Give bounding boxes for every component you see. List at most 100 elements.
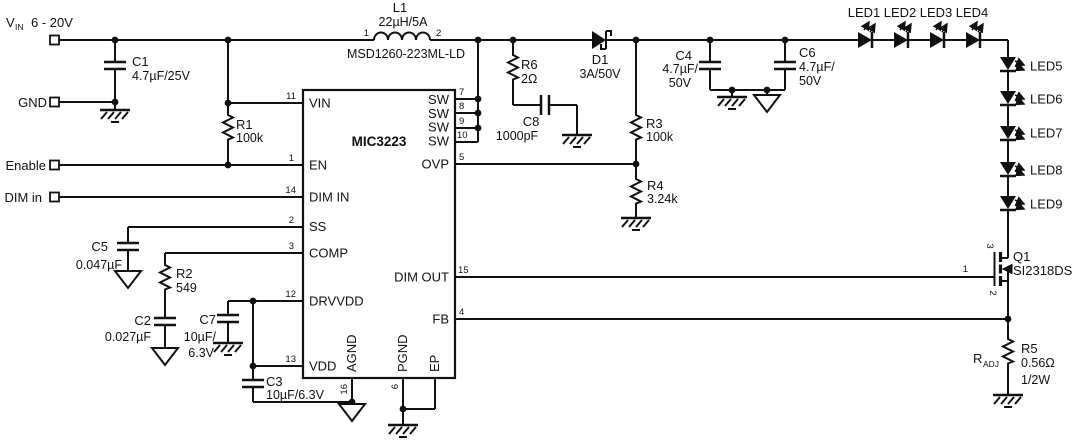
q1-pin-gate: 1 (963, 264, 968, 275)
l1-ref: L1 (393, 0, 407, 15)
l1-pin-2: 2 (436, 28, 441, 39)
ic-pin-pgnd-label: PGND (395, 334, 410, 372)
c1-ref: C1 (132, 54, 149, 69)
pin-num-3: 3 (289, 241, 294, 252)
ic-pin-ss-label: SS (309, 219, 327, 234)
r4-value: 3.24k (647, 192, 678, 206)
q1-mosfet-symbol (993, 252, 1013, 319)
gnd-label: GND (18, 95, 47, 110)
r5-ground-icon (991, 393, 1025, 409)
c8-value: 1000pF (496, 129, 539, 143)
c6-ground-icon (753, 94, 781, 113)
c7-value-line1: 10µF/ (184, 330, 217, 344)
dim-in-label: DIM in (4, 190, 42, 205)
led1-label: LED1 (848, 5, 881, 20)
led8-label: LED8 (1030, 163, 1063, 178)
r3-resistor-symbol (630, 111, 642, 143)
c2-capacitor-symbol (152, 316, 178, 327)
enable-terminal (49, 159, 60, 171)
c3-value: 10µF/6.3V (266, 388, 325, 402)
c2-ground-icon (151, 347, 179, 366)
c4-value-line1: 4.7µF/ (662, 62, 698, 76)
d1-ref: D1 (592, 52, 609, 67)
pin-num-2: 2 (289, 215, 294, 226)
r3-value: 100k (646, 130, 674, 144)
ic-pin-sw4-label: SW (428, 134, 450, 149)
r3-ref: R3 (646, 116, 663, 131)
pin-num-6: 6 (390, 384, 401, 389)
c4-capacitor-symbol (697, 60, 723, 71)
c4-value-line2: 50V (669, 76, 692, 90)
c6-value-line2: 50V (799, 74, 822, 88)
r4-resistor-symbol (630, 175, 642, 207)
c4-ground-icon (715, 95, 749, 111)
q1-part-number: SI2318DS (1013, 263, 1073, 278)
pin-num-14: 14 (285, 185, 296, 196)
vin-range-label: 6 - 20V (31, 15, 73, 30)
pin-num-8: 8 (459, 101, 464, 112)
led2-label: LED2 (884, 5, 917, 20)
d1-value: 3A/50V (579, 67, 621, 81)
c2-value: 0.027µF (105, 330, 151, 344)
gnd-terminal (49, 96, 60, 108)
c8-ref: C8 (523, 114, 540, 129)
ic-pin-dimout-label: DIM OUT (394, 270, 449, 285)
led3-symbol (930, 22, 947, 48)
c8-ground-icon (560, 133, 594, 149)
pin-num-16: 16 (339, 384, 350, 395)
r5-value: 0.56Ω (1021, 356, 1055, 370)
led4-symbol (966, 22, 983, 48)
c1-value: 4.7µF/25V (132, 69, 191, 83)
l1-value: 22µH/5A (379, 15, 429, 29)
led6-symbol (1000, 91, 1024, 105)
pin-num-1: 1 (289, 153, 294, 164)
c6-ref: C6 (799, 45, 816, 60)
ic-pin-agnd-label: AGND (344, 334, 359, 372)
pin-num-9: 9 (459, 116, 464, 127)
c5-value: 0.047µF (76, 258, 122, 272)
agnd-ground-icon (338, 403, 366, 422)
pin-num-15: 15 (458, 265, 469, 276)
pin-num-13: 13 (285, 354, 296, 365)
c1-capacitor-symbol (102, 60, 128, 71)
r6-resistor-symbol (507, 51, 519, 83)
radj-label-subscript: ADJ (983, 359, 999, 369)
c7-ground-icon (211, 341, 245, 357)
r2-value: 549 (176, 281, 197, 295)
pin-num-10: 10 (457, 130, 468, 141)
ic-pin-ovp-label: OVP (422, 157, 449, 172)
radj-label: R (973, 351, 982, 366)
ic-pin-sw1-label: SW (428, 92, 450, 107)
ic-pin-vin-label: VIN (309, 96, 331, 111)
led1-symbol (858, 22, 875, 48)
vin-terminal (49, 34, 60, 46)
led2-symbol (894, 22, 911, 48)
q1-pin-drain: 3 (984, 243, 995, 248)
r5-ref: R5 (1021, 341, 1038, 356)
r5-power-rating: 1/2W (1021, 373, 1050, 387)
c5-ground-icon (114, 270, 142, 289)
led3-label: LED3 (920, 5, 953, 20)
c1-ground-icon (98, 108, 132, 124)
pin-num-4: 4 (459, 307, 464, 318)
vin-label: V (6, 15, 15, 30)
c6-capacitor-symbol (772, 60, 798, 71)
c6-value-line1: 4.7µF/ (799, 60, 835, 74)
c8-capacitor-symbol (539, 95, 551, 115)
r4-ground-icon (619, 216, 653, 232)
ic-pin-dimin-label: DIM IN (309, 190, 349, 205)
ic-pin-sw2-label: SW (428, 106, 450, 121)
q1-pin-source: 2 (987, 290, 998, 295)
dim-in-terminal (49, 191, 60, 203)
terminals (49, 34, 60, 203)
pin-num-5: 5 (459, 152, 464, 163)
led8-symbol (1000, 162, 1024, 176)
ic-mic3223-body (301, 88, 457, 380)
led7-symbol (1000, 126, 1024, 140)
led9-label: LED9 (1030, 197, 1063, 212)
ic-pin-vdd-label: VDD (309, 359, 336, 374)
pin-num-7: 7 (459, 87, 464, 98)
c7-ref: C7 (199, 312, 216, 327)
